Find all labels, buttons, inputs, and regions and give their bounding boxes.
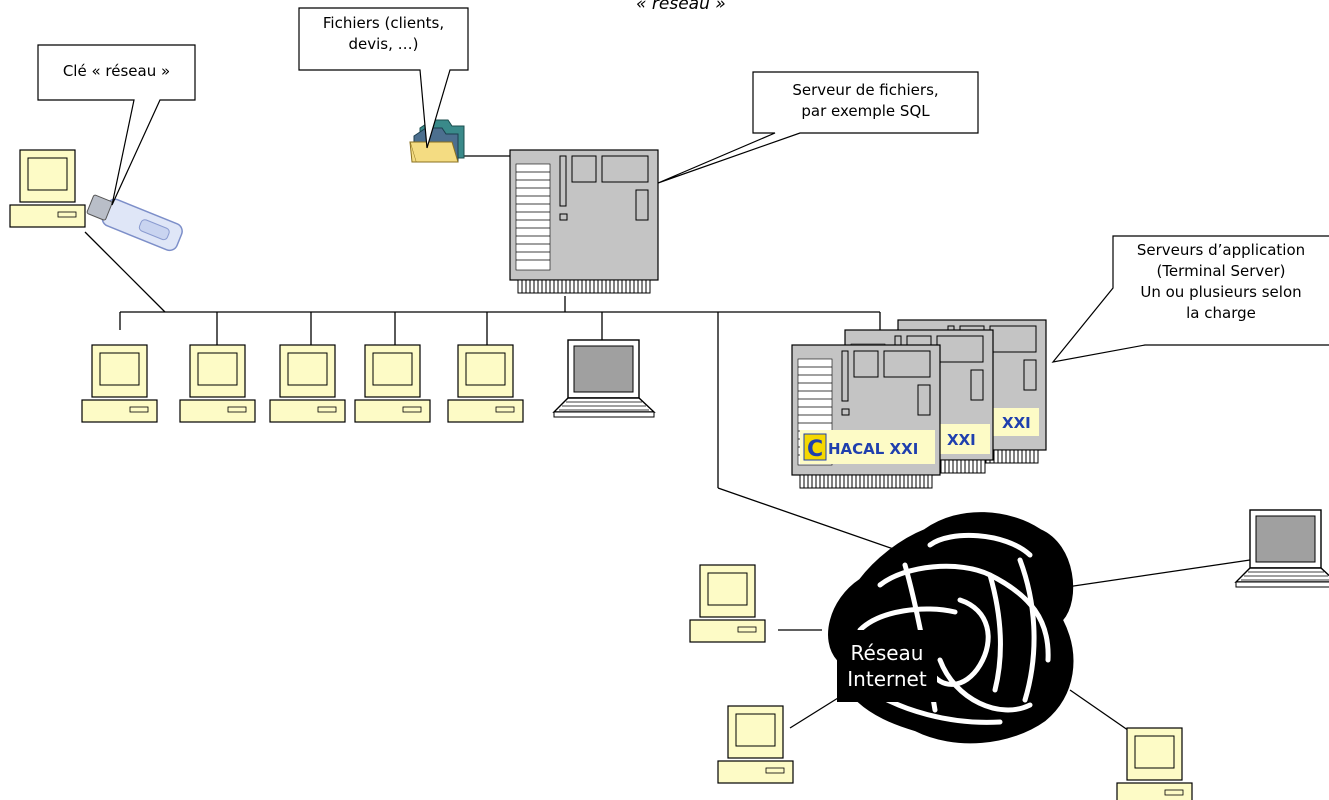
server-logo-letter: C — [807, 437, 823, 462]
server-logo-text: HACAL XXI — [828, 440, 918, 458]
app-servers-label-line1: Serveurs d’application — [1136, 241, 1306, 259]
internet-label-line2: Internet — [847, 667, 927, 691]
internet-label: Réseau Internet — [837, 640, 937, 692]
workstation-icon — [269, 344, 346, 423]
files-label-line2: devis, …) — [348, 35, 419, 53]
remote-laptop-icon — [1235, 509, 1329, 588]
app-servers-label-line4: la charge — [1186, 304, 1256, 322]
app-servers-label-line3: Un ou plusieurs selon — [1140, 283, 1302, 301]
remote-workstation-icon — [1116, 727, 1193, 800]
workstation-icon — [179, 344, 256, 423]
remote-workstation-icon — [689, 564, 766, 643]
app-servers-label-line2: (Terminal Server) — [1156, 262, 1286, 280]
remote-workstation-icon — [717, 705, 794, 784]
app-server-front-icon — [791, 344, 941, 489]
workstation-icon — [9, 149, 86, 228]
file-server-label: Serveur de fichiers, par exemple SQL — [753, 80, 978, 122]
usb-key-label: Clé « réseau » — [62, 62, 171, 80]
network-cables — [84, 155, 1251, 736]
files-label: Fichiers (clients, devis, …) — [299, 13, 468, 55]
callout-file-server — [657, 71, 979, 184]
app-servers-label: Serveurs d’application (Terminal Server)… — [1113, 240, 1329, 324]
internet-label-line1: Réseau — [850, 641, 924, 665]
folder-icon — [409, 119, 465, 163]
file-server-icon — [509, 149, 659, 294]
file-server-label-line2: par exemple SQL — [801, 102, 930, 120]
server-logo-text-middle: XXI — [947, 431, 976, 449]
workstation-icon — [81, 344, 158, 423]
callout-app-servers — [1051, 235, 1329, 363]
server-logo-text-back: XXI — [1002, 414, 1031, 432]
callout-files — [298, 7, 469, 149]
file-server-label-line1: Serveur de fichiers, — [792, 81, 939, 99]
workstation-icon — [447, 344, 524, 423]
laptop-icon — [553, 339, 655, 418]
header-fragment: « réseau » — [636, 0, 726, 14]
internet-cloud-icon — [828, 512, 1074, 744]
files-label-line1: Fichiers (clients, — [322, 14, 445, 32]
callout-usb-key — [37, 44, 196, 206]
usb-key-icon — [86, 194, 183, 252]
workstation-icon — [354, 344, 431, 423]
